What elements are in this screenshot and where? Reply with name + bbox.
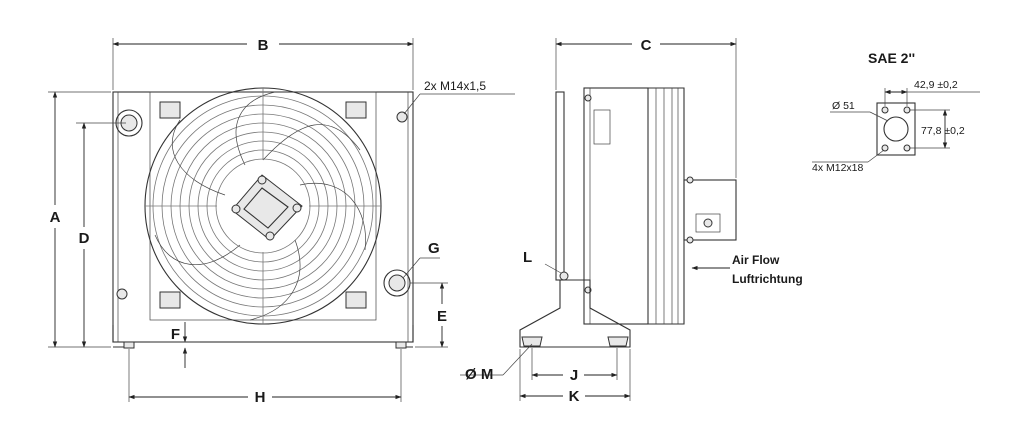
guard-clamps — [159, 101, 367, 309]
dim-a-label: A — [50, 209, 61, 226]
sae-height-label: 77,8 ±0,2 — [921, 125, 965, 137]
dim-e-label: E — [437, 308, 447, 325]
sae-bore — [883, 116, 909, 142]
dim-d-label: D — [79, 230, 90, 247]
dim-b: B — [112, 37, 414, 90]
front-view: B A D H F — [48, 37, 515, 406]
dim-m-label: Ø M — [465, 366, 493, 383]
side-plate — [555, 91, 565, 281]
sae-bolts-label: 4x M12x18 — [812, 162, 864, 174]
dim-c-label: C — [641, 37, 652, 54]
cooler-core — [583, 87, 649, 325]
fan-guard — [144, 87, 382, 325]
sae-bore-label: Ø 51 — [832, 100, 855, 112]
leader-g: G — [402, 240, 440, 279]
sae-port-detail: SAE 2'' 42,9 ±0,2 77,8 ±0,2 Ø 51 4x M12x… — [812, 50, 980, 174]
dim-l-label: L — [523, 249, 532, 266]
dim-k-label: K — [569, 388, 580, 405]
dim-j-label: J — [570, 367, 578, 384]
dim-e: E — [410, 282, 448, 348]
dim-g-label: G — [428, 240, 440, 257]
dim-c: C — [555, 37, 737, 178]
leader-m: Ø M — [460, 343, 533, 383]
dim-a: A — [48, 91, 111, 348]
side-foot — [519, 279, 631, 348]
airflow-label-de: Luftrichtung — [732, 272, 803, 286]
airflow-indicator: Air Flow Luftrichtung — [691, 253, 803, 286]
dim-j: J — [531, 348, 618, 384]
dim-h: H — [128, 349, 402, 406]
sae-flange — [876, 102, 916, 156]
leader-thread: 2x M14x1,5 — [403, 79, 515, 115]
thread-boss-top — [396, 111, 408, 123]
thread-note: 2x M14x1,5 — [424, 79, 486, 93]
leader-l: L — [523, 249, 562, 274]
side-bolt-top — [584, 94, 592, 102]
dim-f: F — [150, 322, 200, 368]
dim-f-label: F — [171, 326, 180, 343]
sae-width-label: 42,9 ±0,2 — [914, 79, 958, 91]
dim-k: K — [519, 349, 631, 405]
motor-hub — [231, 174, 303, 241]
side-view: C L J K Ø M — [460, 37, 803, 405]
side-motor — [683, 176, 737, 244]
dim-b-label: B — [258, 37, 269, 54]
side-l-hole — [559, 271, 569, 281]
side-guard — [648, 87, 685, 325]
port-bottom-right — [383, 269, 411, 297]
dim-d: D — [76, 122, 126, 348]
thread-boss-bottom — [116, 288, 128, 300]
dim-h-label: H — [255, 389, 266, 406]
sae-title: SAE 2'' — [868, 50, 915, 66]
airflow-label-en: Air Flow — [732, 253, 780, 267]
